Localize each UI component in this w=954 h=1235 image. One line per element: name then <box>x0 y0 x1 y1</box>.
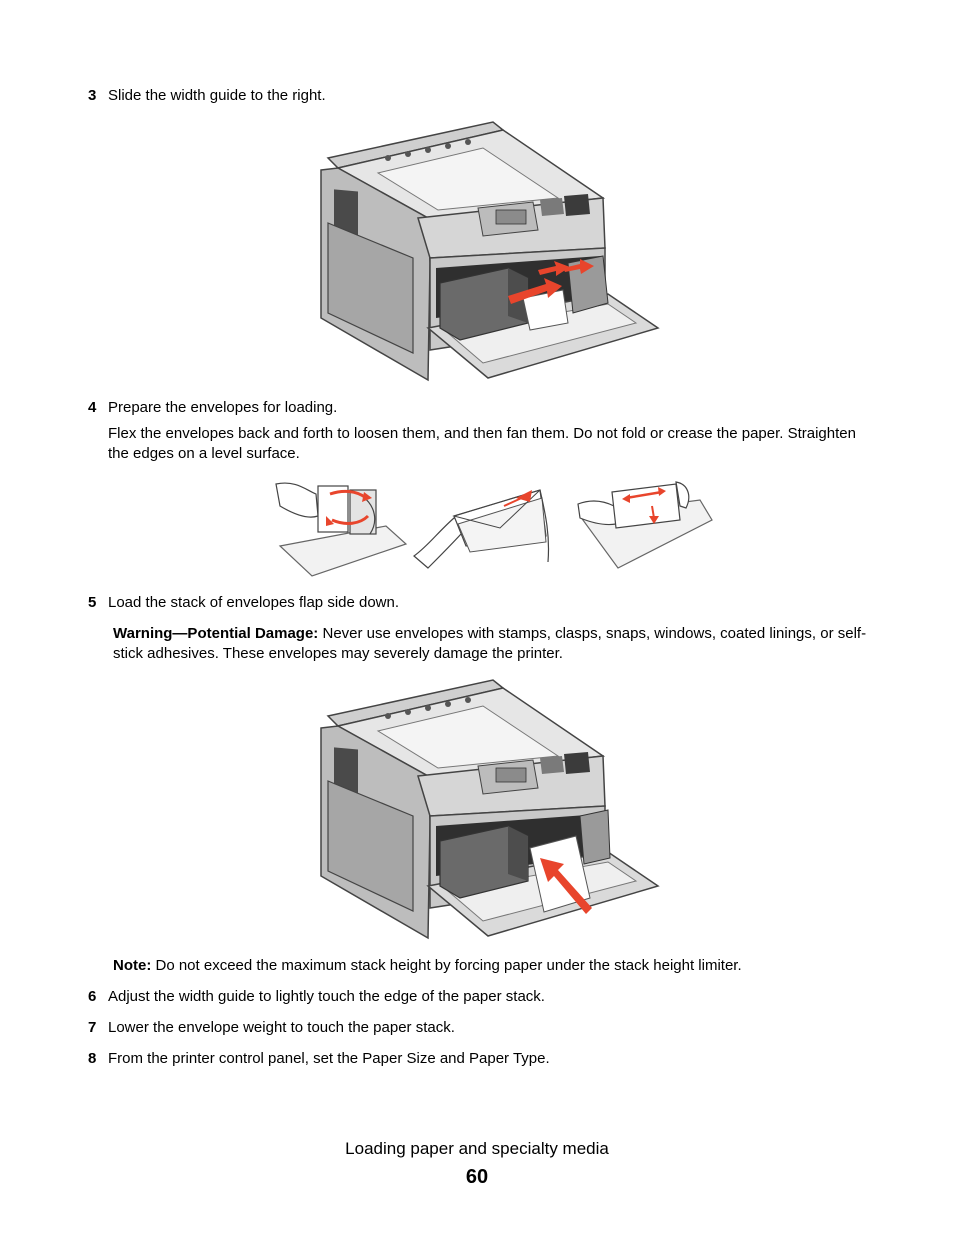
note-text: Do not exceed the maximum stack height b… <box>151 957 742 974</box>
step-text: Lower the envelope weight to touch the p… <box>108 1019 455 1036</box>
step-8: 8 From the printer control panel, set the… <box>88 1049 550 1069</box>
step-3: 3 Slide the width guide to the right. <box>88 86 326 106</box>
step-5: 5 Load the stack of envelopes flap side d… <box>88 593 399 613</box>
page-number: 60 <box>465 1166 489 1188</box>
step-text: Slide the width guide to the right. <box>108 87 326 104</box>
note-callout: Note: Do not exceed the maximum stack he… <box>113 956 873 976</box>
warning-text: Never use envelopes with stamps, clasps,… <box>113 625 867 662</box>
step-text: From the printer control panel, set the … <box>108 1050 550 1067</box>
warning-callout: Warning—Potential Damage: Never use enve… <box>113 624 873 664</box>
straighten-edges-panel <box>577 481 713 569</box>
step-number: 3 <box>88 87 97 104</box>
printer-load-envelopes-illustration <box>320 679 660 940</box>
step-text: Adjust the width guide to lightly touch … <box>108 988 545 1005</box>
step-7: 7 Lower the envelope weight to touch the … <box>88 1018 455 1038</box>
flex-envelopes-panel <box>275 482 408 577</box>
step-4-detail: Flex the envelopes back and forth to loo… <box>108 425 856 462</box>
envelope-prep-illustration <box>275 481 713 577</box>
note-label: Note: <box>113 957 152 974</box>
fan-envelopes-panel <box>413 489 550 569</box>
step-number: 8 <box>88 1050 97 1067</box>
step-number: 6 <box>88 988 97 1005</box>
warning-label: Warning—Potential Damage: <box>113 625 319 642</box>
footer-section-title: Loading paper and specialty media <box>345 1139 609 1158</box>
step-text: Prepare the envelopes for loading. <box>108 399 338 416</box>
step-number: 7 <box>88 1019 97 1036</box>
step-text: Load the stack of envelopes flap side do… <box>108 594 400 611</box>
step-4: 4 Prepare the envelopes for loading. <box>88 398 337 418</box>
step-number: 4 <box>88 399 97 416</box>
step-6: 6 Adjust the width guide to lightly touch… <box>88 987 545 1007</box>
printer-width-guide-illustration <box>320 121 660 382</box>
step-number: 5 <box>88 594 97 611</box>
